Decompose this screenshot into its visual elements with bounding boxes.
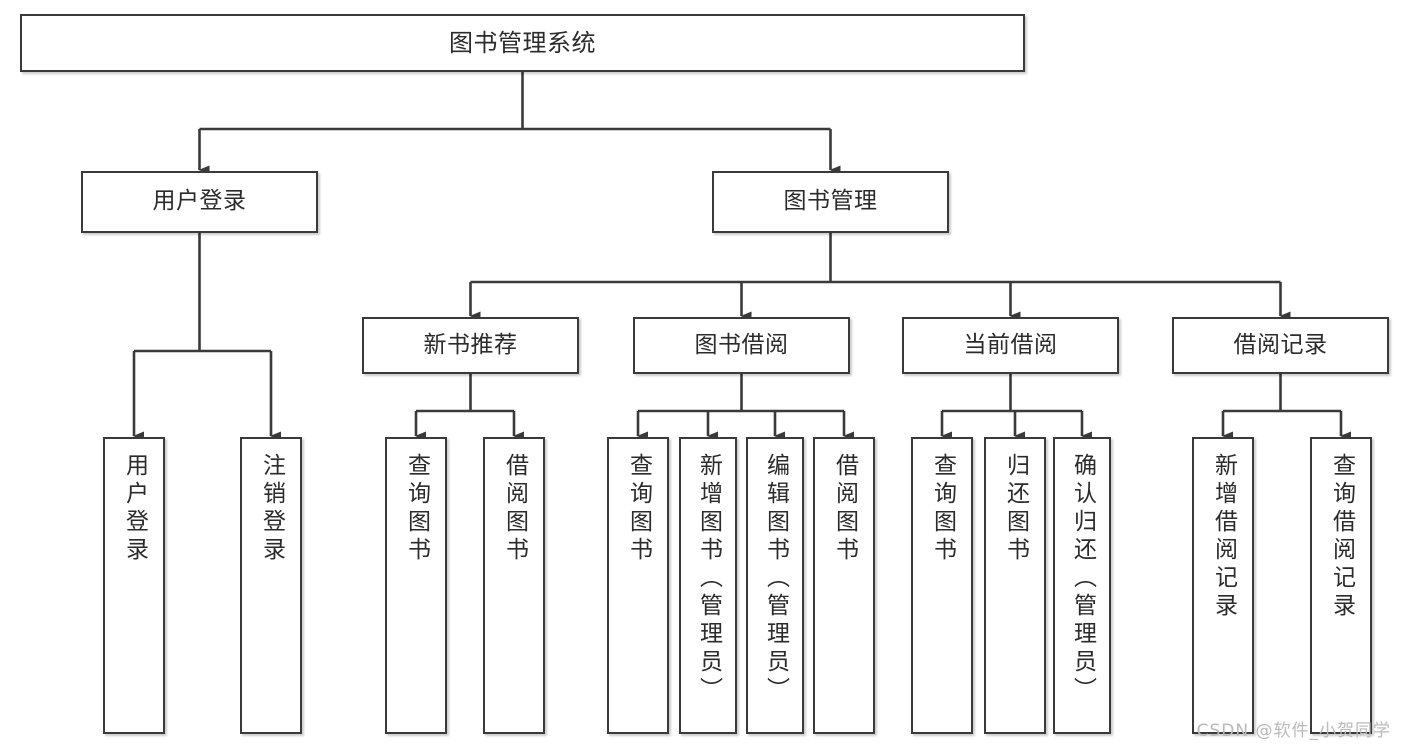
leaf-return-book-label: 归还图书 bbox=[1002, 453, 1029, 565]
leaf-borrow-book-2[interactable]: 借阅图书 bbox=[813, 437, 875, 734]
leaf-query-book-1-label: 查询图书 bbox=[403, 453, 430, 565]
node-root-label: 图书管理系统 bbox=[449, 28, 596, 57]
node-new-book-recommend-label: 新书推荐 bbox=[423, 331, 518, 358]
leaf-query-borrow-record-label: 查询借阅记录 bbox=[1328, 453, 1355, 621]
leaf-logout-label: 注销登录 bbox=[258, 453, 285, 565]
leaf-query-book-1[interactable]: 查询图书 bbox=[385, 437, 447, 734]
leaf-confirm-return-label: 确认归还（管理员） bbox=[1069, 453, 1096, 705]
node-root[interactable]: 图书管理系统 bbox=[20, 14, 1025, 72]
leaf-borrow-book-2-label: 借阅图书 bbox=[831, 453, 858, 565]
leaf-query-book-2[interactable]: 查询图书 bbox=[607, 437, 669, 734]
node-book-management-label: 图书管理 bbox=[783, 188, 878, 215]
leaf-borrow-book-1-label: 借阅图书 bbox=[501, 453, 528, 565]
node-user-login[interactable]: 用户登录 bbox=[81, 171, 318, 233]
node-book-borrow[interactable]: 图书借阅 bbox=[633, 317, 850, 374]
node-book-management[interactable]: 图书管理 bbox=[712, 171, 949, 233]
leaf-query-book-3[interactable]: 查询图书 bbox=[911, 437, 973, 734]
leaf-logout[interactable]: 注销登录 bbox=[240, 437, 302, 734]
node-borrow-record[interactable]: 借阅记录 bbox=[1172, 317, 1389, 374]
leaf-borrow-book-1[interactable]: 借阅图书 bbox=[483, 437, 545, 734]
watermark-text: CSDN @软件_小贺同学 bbox=[1196, 721, 1391, 741]
node-new-book-recommend[interactable]: 新书推荐 bbox=[362, 317, 579, 374]
leaf-user-login[interactable]: 用户登录 bbox=[103, 437, 165, 734]
node-borrow-record-label: 借阅记录 bbox=[1233, 331, 1328, 358]
leaf-add-borrow-record[interactable]: 新增借阅记录 bbox=[1192, 437, 1254, 734]
leaf-edit-book[interactable]: 编辑图书（管理员） bbox=[746, 437, 804, 734]
leaf-confirm-return[interactable]: 确认归还（管理员） bbox=[1053, 437, 1111, 734]
leaf-user-login-label: 用户登录 bbox=[121, 453, 148, 565]
leaf-query-book-2-label: 查询图书 bbox=[625, 453, 652, 565]
node-user-login-label: 用户登录 bbox=[152, 188, 247, 215]
leaf-add-borrow-record-label: 新增借阅记录 bbox=[1210, 453, 1237, 621]
node-current-borrow-label: 当前借阅 bbox=[963, 331, 1058, 358]
edge-group bbox=[132, 72, 1351, 441]
node-book-borrow-label: 图书借阅 bbox=[694, 331, 789, 358]
leaf-query-borrow-record[interactable]: 查询借阅记录 bbox=[1310, 437, 1372, 734]
leaf-add-book[interactable]: 新增图书（管理员） bbox=[679, 437, 737, 734]
node-current-borrow[interactable]: 当前借阅 bbox=[902, 317, 1119, 374]
leaf-edit-book-label: 编辑图书（管理员） bbox=[762, 453, 789, 705]
leaf-add-book-label: 新增图书（管理员） bbox=[695, 453, 722, 705]
leaf-query-book-3-label: 查询图书 bbox=[929, 453, 956, 565]
leaf-return-book[interactable]: 归还图书 bbox=[984, 437, 1046, 734]
